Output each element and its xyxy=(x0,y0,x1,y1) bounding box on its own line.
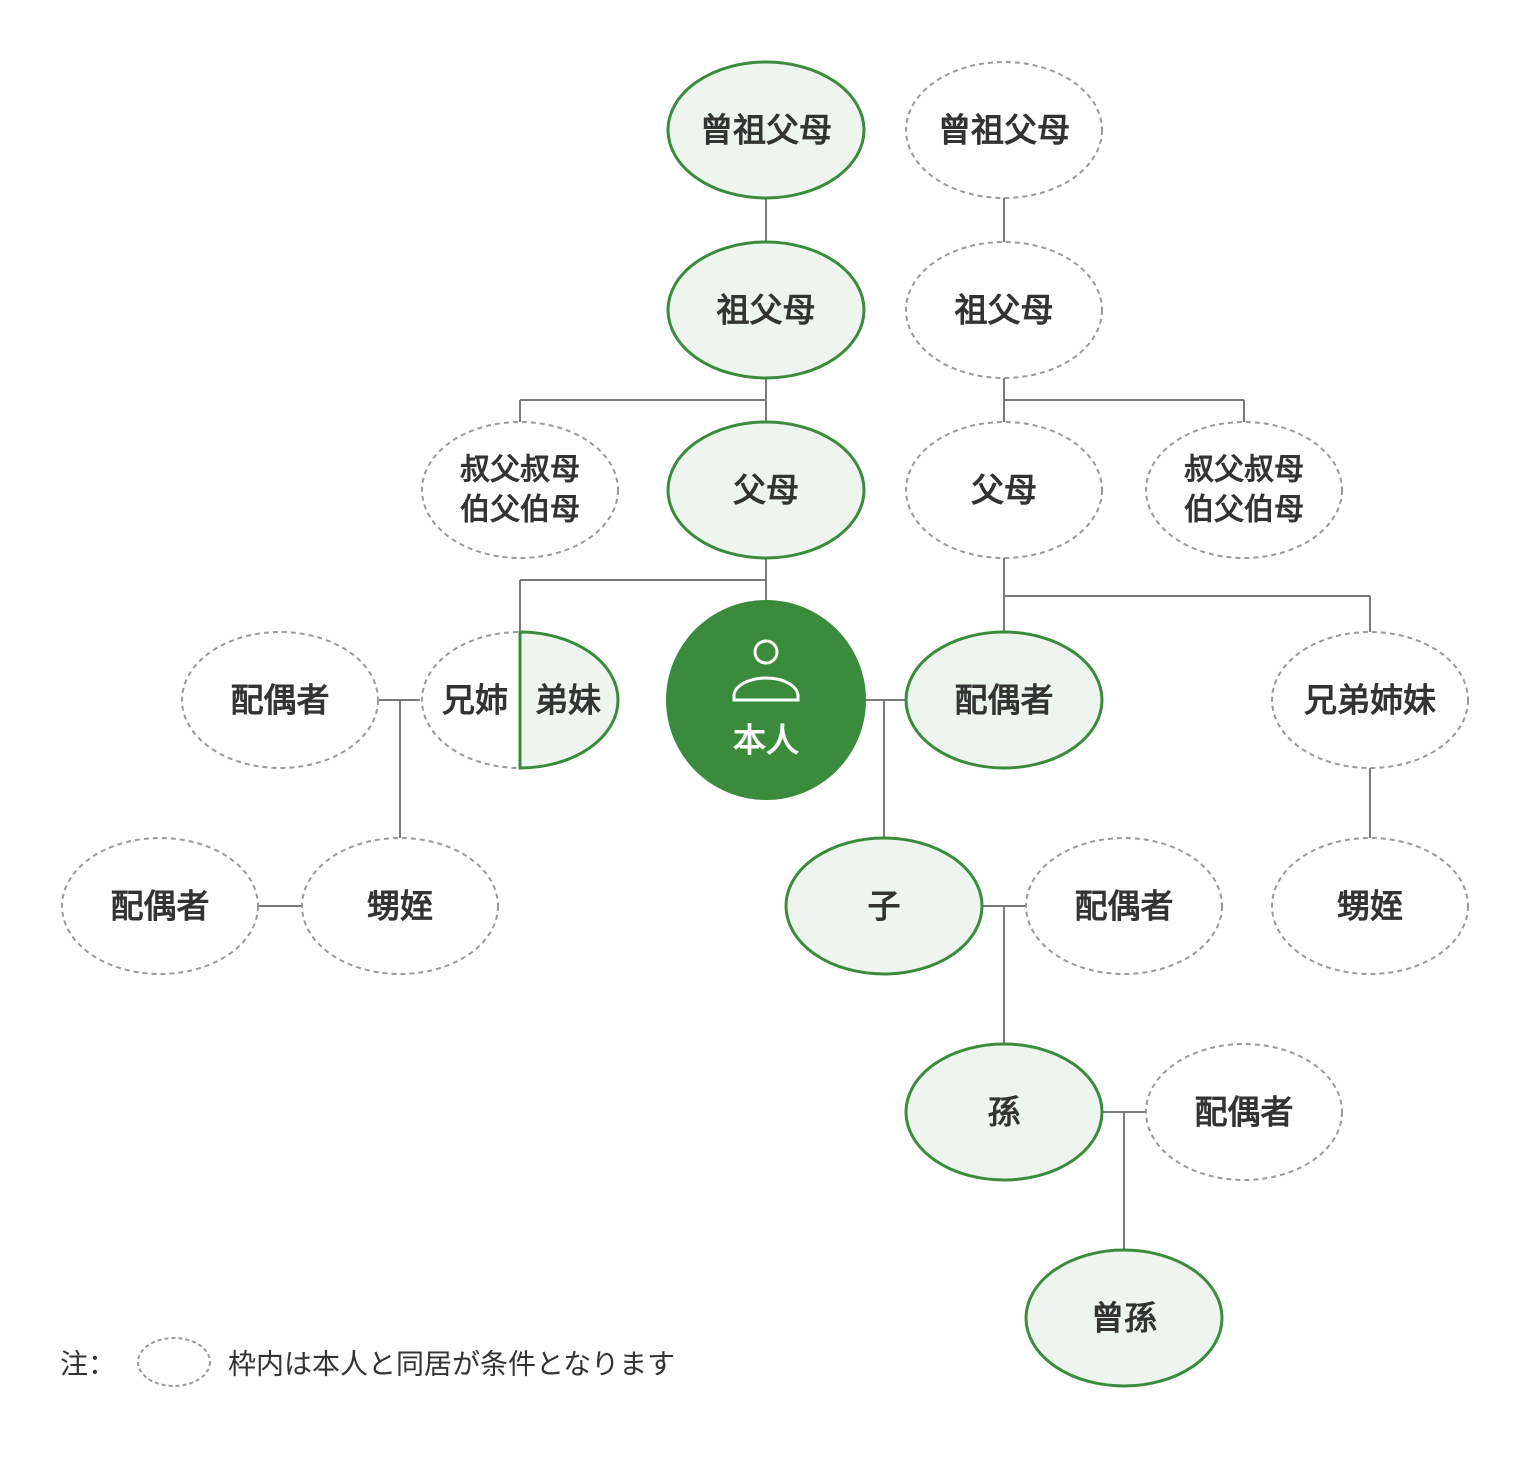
node-spouse xyxy=(904,630,1104,770)
node-child-spouse xyxy=(1025,837,1223,975)
label-uncles-aunts-right-line2: 伯父伯母 xyxy=(1184,493,1304,528)
node-spouse-siblings xyxy=(1271,631,1469,769)
label-sibling-spouse: 配偶者 xyxy=(231,681,330,720)
label-spouse-siblings: 兄弟姉妹 xyxy=(1304,681,1436,720)
node-uncles-aunts-right xyxy=(1145,421,1343,559)
label-younger-siblings: 弟妹 xyxy=(535,681,601,720)
label-parents-right: 父母 xyxy=(971,471,1037,510)
label-great-grandchild: 曾孫 xyxy=(1091,1299,1157,1338)
note-label: 注： xyxy=(60,1348,116,1381)
eligible-nodes xyxy=(666,60,1224,1388)
label-great-grandparents-left: 曾祖父母 xyxy=(700,111,832,150)
label-grandchild: 孫 xyxy=(988,1093,1021,1132)
node-great-grandchild xyxy=(1024,1248,1224,1388)
label-grandparents-left: 祖父母 xyxy=(717,291,816,330)
label-nephews-nieces-right: 甥姪 xyxy=(1337,887,1403,926)
label-great-grandparents-right: 曾祖父母 xyxy=(938,111,1070,150)
label-uncles-aunts-right-line1: 叔父叔母 xyxy=(1184,453,1304,488)
person-icon xyxy=(732,639,800,702)
node-younger-siblings-half xyxy=(518,630,620,770)
node-uncles-aunts-left xyxy=(421,421,619,559)
node-great-grandparents-right xyxy=(905,61,1103,199)
node-grandchild-spouse xyxy=(1145,1043,1343,1181)
node-nephews-nieces-left xyxy=(301,837,499,975)
label-parents-left: 父母 xyxy=(733,471,799,510)
legend-note: 注： 枠内は本人と同居が条件となります xyxy=(60,1337,675,1387)
label-uncles-aunts-left-line1: 叔父叔母 xyxy=(460,453,580,488)
connector-lines xyxy=(258,198,1371,1250)
note-text: 枠内は本人と同居が条件となります xyxy=(228,1348,675,1381)
label-child-spouse: 配偶者 xyxy=(1075,887,1174,926)
node-labels: 曾祖父母 曾祖父母 祖父母 祖父母 叔父叔母 伯父伯母 父母 父母 叔父叔母 伯… xyxy=(111,111,1437,1338)
node-parents-right xyxy=(905,421,1103,559)
label-older-siblings: 兄姉 xyxy=(442,681,508,720)
node-great-grandparents-left xyxy=(666,60,866,200)
node-grandparents-left xyxy=(666,240,866,380)
legend-dashed-ellipse xyxy=(137,1337,211,1387)
label-self: 本人 xyxy=(733,721,799,760)
label-child: 子 xyxy=(868,887,901,926)
label-nephew-niece-spouse: 配偶者 xyxy=(111,887,210,926)
node-nephews-nieces-right xyxy=(1271,837,1469,975)
node-child xyxy=(784,836,984,976)
node-grandchild xyxy=(904,1042,1104,1182)
label-uncles-aunts-left-line2: 伯父伯母 xyxy=(460,493,580,528)
label-grandchild-spouse: 配偶者 xyxy=(1195,1093,1294,1132)
node-nephew-niece-spouse xyxy=(61,837,259,975)
label-spouse: 配偶者 xyxy=(955,681,1054,720)
label-nephews-nieces-left: 甥姪 xyxy=(367,887,433,926)
label-grandparents-right: 祖父母 xyxy=(955,291,1054,330)
node-grandparents-right xyxy=(905,241,1103,379)
node-sibling-spouse xyxy=(181,631,379,769)
node-parents-left xyxy=(666,420,866,560)
